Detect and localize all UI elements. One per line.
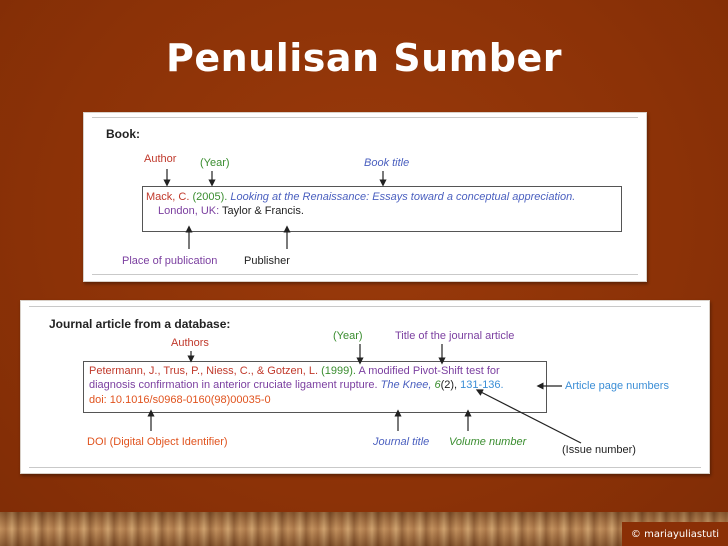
book-arrows [163,169,387,249]
journal-year-label: (Year) [333,330,363,342]
journal-example-panel: Journal article from a database: (Year) … [20,300,710,474]
book-citation-author: Mack, C. [146,191,190,203]
journal-citation-volume: 6 [434,379,441,391]
issue-number-label: (Issue number) [562,444,636,456]
journal-citation-issue: (2), [440,379,458,391]
journal-citation-doi: doi: 10.1016/s0968-0160(98)00035-0 [89,394,271,406]
book-citation-line-1: Mack, C. (2005). Looking at the Renaissa… [146,191,575,203]
journal-citation-title-1: A modified Pivot-Shift test for [358,365,500,377]
book-title-label: Book title [364,157,410,169]
publisher-label: Publisher [244,255,290,267]
journal-panel-border [29,306,701,468]
journal-heading: Journal article from a database: [49,317,231,331]
journal-citation-title-2: diagnosis confirmation in anterior cruci… [89,379,378,391]
journal-citation-year: (1999). [321,365,356,377]
volume-number-label: Volume number [449,436,527,448]
year-label: (Year) [200,157,230,169]
issue-arrow [475,389,582,444]
article-title-label: Title of the journal article [395,330,515,342]
book-citation-year: (2005). [192,191,228,203]
book-citation-title: Looking at the Renaissance: Essays towar… [230,191,576,203]
footer-wood-band [0,512,728,546]
journal-citation-line-1: Petermann, J., Trus, P., Niess, C., & Go… [89,365,500,377]
book-citation-place: London, UK: [158,205,220,217]
journal-citation-authors: Petermann, J., Trus, P., Niess, C., & Go… [89,365,319,377]
journal-citation-box [83,361,547,413]
journal-citation-pages: 131-136. [460,379,504,391]
copyright-label: © mariayuliastuti [622,522,728,546]
journal-citation-line-2: diagnosis confirmation in anterior cruci… [89,379,504,391]
book-heading: Book: [106,127,140,141]
journal-arrows [147,344,582,444]
book-example-panel: Book: Author (Year) Book title Mack, C. … [83,112,647,282]
book-panel-border [92,117,638,275]
page-numbers-label: Article page numbers [565,380,669,392]
author-label: Author [144,153,177,165]
authors-label: Authors [171,337,209,349]
book-citation-publisher: Taylor & Francis. [222,205,304,217]
slide-title: Penulisan Sumber [165,36,563,80]
place-of-publication-label: Place of publication [122,255,218,267]
journal-citation-journal: The Knee, [380,379,432,391]
book-citation-line-2: London, UK: Taylor & Francis. [158,205,304,217]
doi-label: DOI (Digital Object Identifier) [87,436,228,448]
journal-title-label: Journal title [373,436,430,448]
